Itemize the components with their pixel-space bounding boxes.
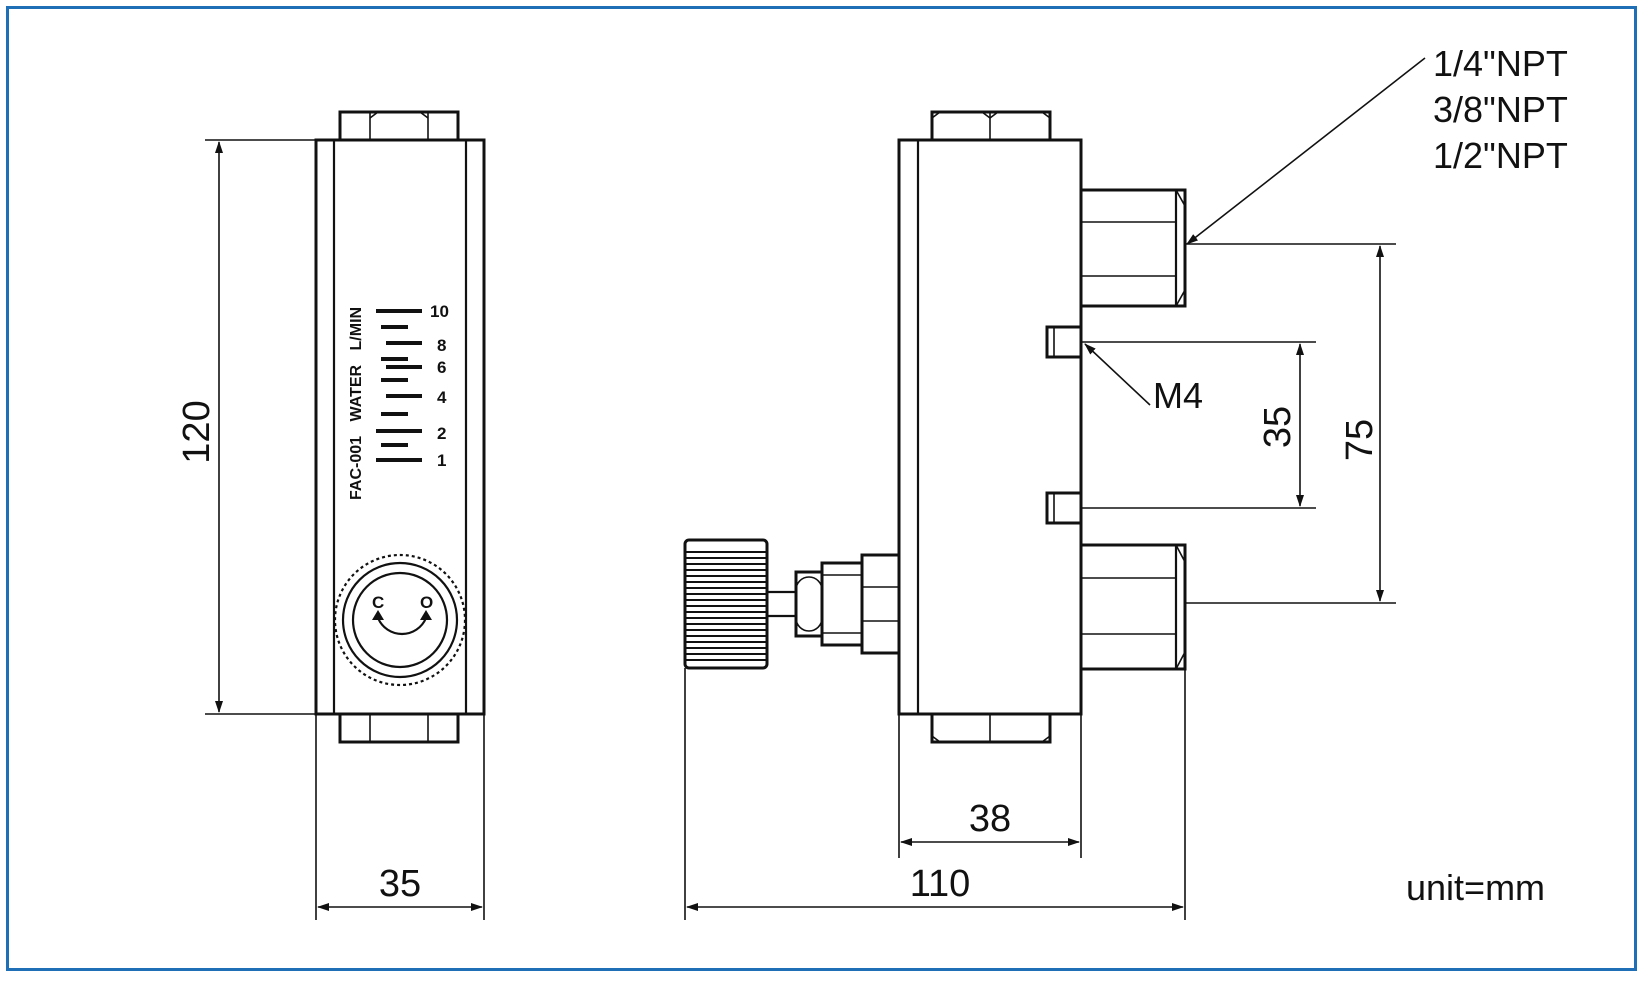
m4-label: M4 <box>1153 375 1203 416</box>
height-value: 120 <box>176 400 218 463</box>
scale-labels: 10 8 6 4 2 1 <box>430 302 449 470</box>
thread-size-3: 1/2"NPT <box>1433 135 1568 176</box>
scale-label-6: 6 <box>437 358 446 377</box>
scale-label-10: 10 <box>430 302 449 321</box>
mount-pitch-value: 35 <box>1257 406 1299 448</box>
valve-open-label: O <box>420 593 433 612</box>
dimension-body-depth: 38 <box>898 669 1082 858</box>
side-body <box>897 138 1083 716</box>
port-pitch-value: 75 <box>1339 419 1381 461</box>
front-width-value: 35 <box>379 863 421 905</box>
knurled-knob <box>683 538 769 670</box>
rotation-arrow <box>376 617 428 636</box>
dimension-overall-length: 110 <box>684 668 1186 920</box>
thread-size-1: 1/4"NPT <box>1433 43 1568 84</box>
front-body <box>314 138 486 716</box>
thread-callout: 1/4"NPT 3/8"NPT 1/2"NPT <box>1433 43 1568 176</box>
side-view: 38 110 75 35 1/4"NPT 3/8"NPT 1/2"NP <box>683 43 1568 920</box>
flow-scale <box>376 309 422 462</box>
medium-name: WATER <box>348 364 365 421</box>
side-top-nut <box>930 110 1052 142</box>
thread-leader <box>1186 57 1426 245</box>
flow-unit: L/MIN <box>348 307 365 351</box>
valve-stem <box>767 553 901 655</box>
model-label: FAC-001 WATER L/MIN <box>348 307 365 500</box>
unit-note: unit=mm <box>1406 867 1545 908</box>
overall-length-value: 110 <box>910 863 971 905</box>
dimension-front-width: 35 <box>315 714 485 920</box>
dimension-mount-pitch: 35 <box>1081 341 1316 509</box>
mount-stud-upper <box>1045 325 1083 359</box>
valve-close-label: C <box>372 593 384 612</box>
dimension-port-pitch: 75 <box>1185 243 1396 604</box>
front-bottom-nut <box>338 712 460 744</box>
scale-label-8: 8 <box>437 336 446 355</box>
side-bottom-nut <box>930 712 1052 744</box>
dimension-height: 120 <box>176 139 316 715</box>
body-depth-value: 38 <box>969 798 1011 840</box>
svg-text:FAC-001 WATER: FAC-001 WATER L/MIN <box>348 307 365 500</box>
thread-size-2: 3/8"NPT <box>1433 89 1568 130</box>
scale-label-4: 4 <box>437 388 447 407</box>
scale-label-1: 1 <box>437 451 446 470</box>
valve-knob: C O <box>333 553 467 687</box>
lower-port-fitting <box>1079 543 1187 671</box>
mount-stud-lower <box>1045 491 1083 525</box>
front-view: 10 8 6 4 2 1 FAC-001 WATER L/MIN C O <box>176 110 486 920</box>
m4-leader <box>1084 343 1151 406</box>
scale-label-2: 2 <box>437 424 446 443</box>
drawing-frame <box>6 6 1637 971</box>
upper-port-fitting <box>1079 188 1187 308</box>
front-top-nut <box>338 110 460 142</box>
model-name: FAC-001 <box>348 436 365 500</box>
